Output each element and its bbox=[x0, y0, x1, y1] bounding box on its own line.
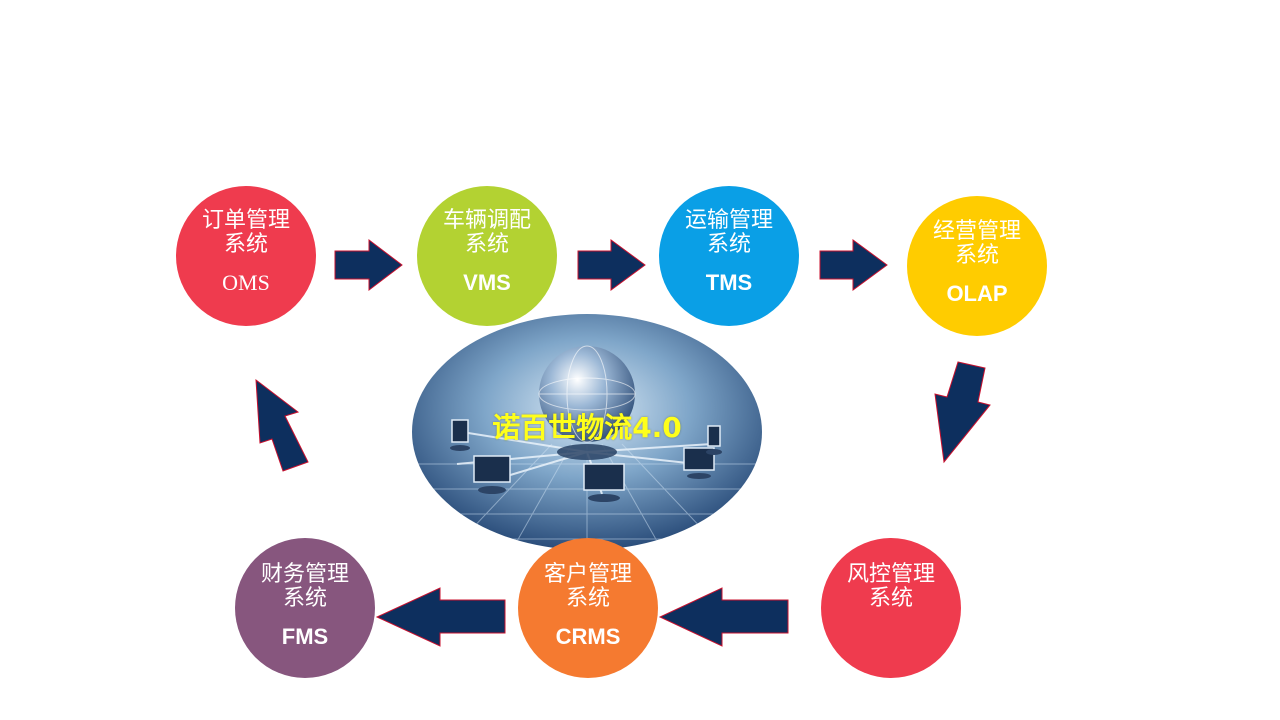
node-risk-control: 风控管理 系统 bbox=[821, 538, 961, 678]
arrow-vms-to-tms bbox=[577, 239, 646, 291]
node-oms-title-line2: 系统 bbox=[223, 232, 268, 257]
node-crms-title-line2: 系统 bbox=[565, 586, 610, 611]
node-tms-abbr: TMS bbox=[705, 270, 753, 295]
globe-network-illustration bbox=[412, 314, 762, 550]
node-fms-title-line1: 财务管理 bbox=[260, 562, 349, 587]
arrow-fms-to-oms bbox=[255, 378, 309, 472]
hub: 诺百世物流4.0 bbox=[412, 314, 762, 550]
node-vms-title-line2: 系统 bbox=[464, 232, 509, 257]
node-olap-title-line2: 系统 bbox=[954, 243, 999, 268]
arrow-olap-to-risk bbox=[934, 361, 991, 464]
arrow-crms-to-fms bbox=[375, 587, 506, 647]
node-crms-abbr: CRMS bbox=[555, 624, 621, 649]
node-risk-title-line2: 系统 bbox=[868, 586, 913, 611]
node-fms-abbr: FMS bbox=[281, 624, 329, 649]
arrow-risk-to-crms bbox=[658, 587, 789, 647]
node-vms-abbr: VMS bbox=[463, 270, 511, 295]
arrow-oms-to-vms bbox=[334, 238, 403, 292]
node-crms: 客户管理 系统 CRMS bbox=[518, 538, 658, 678]
node-risk-title-line1: 风控管理 bbox=[846, 562, 935, 587]
node-fms: 财务管理 系统 FMS bbox=[235, 538, 375, 678]
node-vms: 车辆调配 系统 VMS bbox=[417, 186, 557, 326]
node-olap: 经营管理 系统 OLAP bbox=[907, 196, 1047, 336]
node-oms-abbr: OMS bbox=[222, 270, 270, 295]
node-tms-title-line1: 运输管理 bbox=[684, 208, 773, 233]
arrow-tms-to-olap bbox=[819, 239, 888, 291]
node-fms-title-line2: 系统 bbox=[282, 586, 327, 611]
node-olap-title-line1: 经营管理 bbox=[932, 219, 1021, 244]
node-oms: 订单管理 系统 OMS bbox=[176, 186, 316, 326]
hub-title: 诺百世物流4.0 bbox=[492, 411, 682, 444]
node-vms-title-line1: 车辆调配 bbox=[442, 208, 531, 233]
node-tms: 运输管理 系统 TMS bbox=[659, 186, 799, 326]
node-oms-title-line1: 订单管理 bbox=[201, 208, 290, 233]
node-olap-abbr: OLAP bbox=[946, 281, 1008, 306]
node-tms-title-line2: 系统 bbox=[706, 232, 751, 257]
node-crms-title-line1: 客户管理 bbox=[543, 562, 632, 587]
